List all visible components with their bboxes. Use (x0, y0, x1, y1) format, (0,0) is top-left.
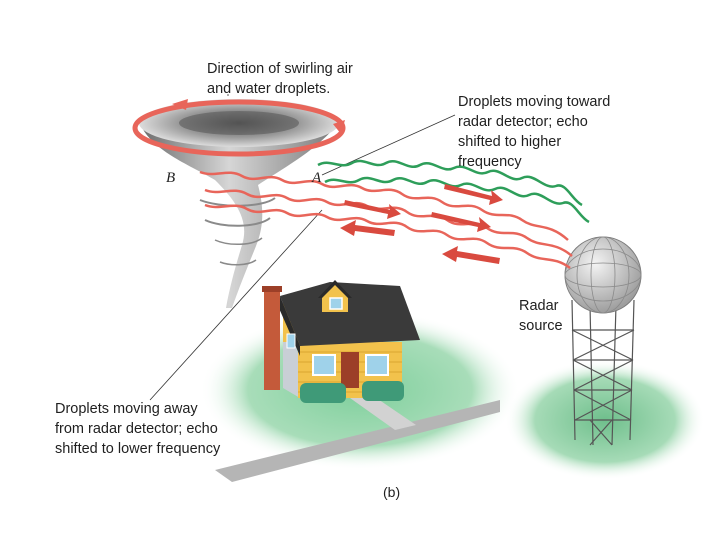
tornado-icon (139, 99, 339, 308)
figure-caption: (b) (383, 484, 400, 500)
droplets-toward-label: Droplets moving toward radar detector; e… (458, 92, 610, 172)
arrow-right-icon (444, 184, 503, 205)
arrow-right-icon (431, 212, 491, 232)
point-a-label: A (312, 170, 321, 187)
point-b-label: B (166, 170, 175, 187)
swirl-direction-label: Direction of swirling air and water drop… (207, 59, 353, 99)
radar-dome (565, 237, 641, 313)
droplets-away-label: Droplets moving away from radar detector… (55, 399, 220, 459)
arrows-away-radar (340, 220, 500, 264)
arrow-right-icon (344, 200, 401, 219)
arrow-left-icon (442, 246, 500, 264)
radar-source-label: Radar source (519, 296, 563, 336)
